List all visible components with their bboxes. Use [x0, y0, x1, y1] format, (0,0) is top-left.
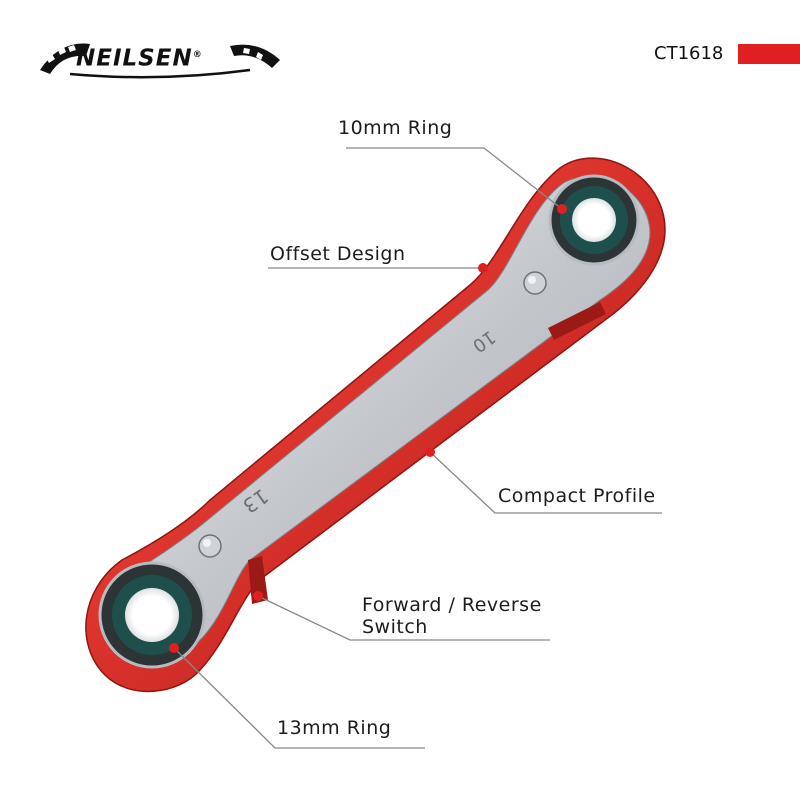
callout-forward-reverse-line1: Forward / Reverse	[362, 594, 542, 616]
leader-line-switch	[257, 595, 550, 641]
rivet	[523, 271, 547, 295]
forward-reverse-switch	[248, 302, 606, 604]
logo-swoosh	[69, 68, 251, 79]
product-code: CT1618	[654, 43, 724, 64]
ring-10mm	[548, 174, 640, 266]
chequered-flag-icon	[40, 43, 280, 74]
leader-lines	[173, 147, 662, 749]
accent-bar	[738, 44, 800, 64]
callout-13mm-ring: 13mm Ring	[277, 717, 392, 739]
leader-line-10mm	[346, 147, 563, 210]
callout-dot	[169, 643, 179, 653]
callout-10mm-ring: 10mm Ring	[338, 117, 453, 139]
callout-dot	[478, 263, 488, 273]
brand-name: NEILSEN	[76, 45, 193, 72]
callout-dots	[169, 204, 567, 653]
callout-compact-profile: Compact Profile	[498, 485, 656, 507]
callout-forward-reverse-line2: Switch	[362, 616, 428, 638]
callout-forward-reverse-switch: Forward / Reverse Switch	[362, 594, 542, 638]
callout-dot	[253, 591, 263, 601]
registered-mark: ®	[192, 50, 203, 60]
leader-line-13mm	[173, 647, 425, 749]
brand-logo: NEILSEN®	[76, 40, 203, 72]
callout-dot	[557, 204, 567, 214]
leader-line-compact	[429, 451, 662, 514]
rivet	[198, 534, 222, 558]
callout-dot	[425, 447, 435, 457]
callout-offset-design: Offset Design	[270, 243, 406, 265]
ring-13mm	[98, 561, 206, 669]
